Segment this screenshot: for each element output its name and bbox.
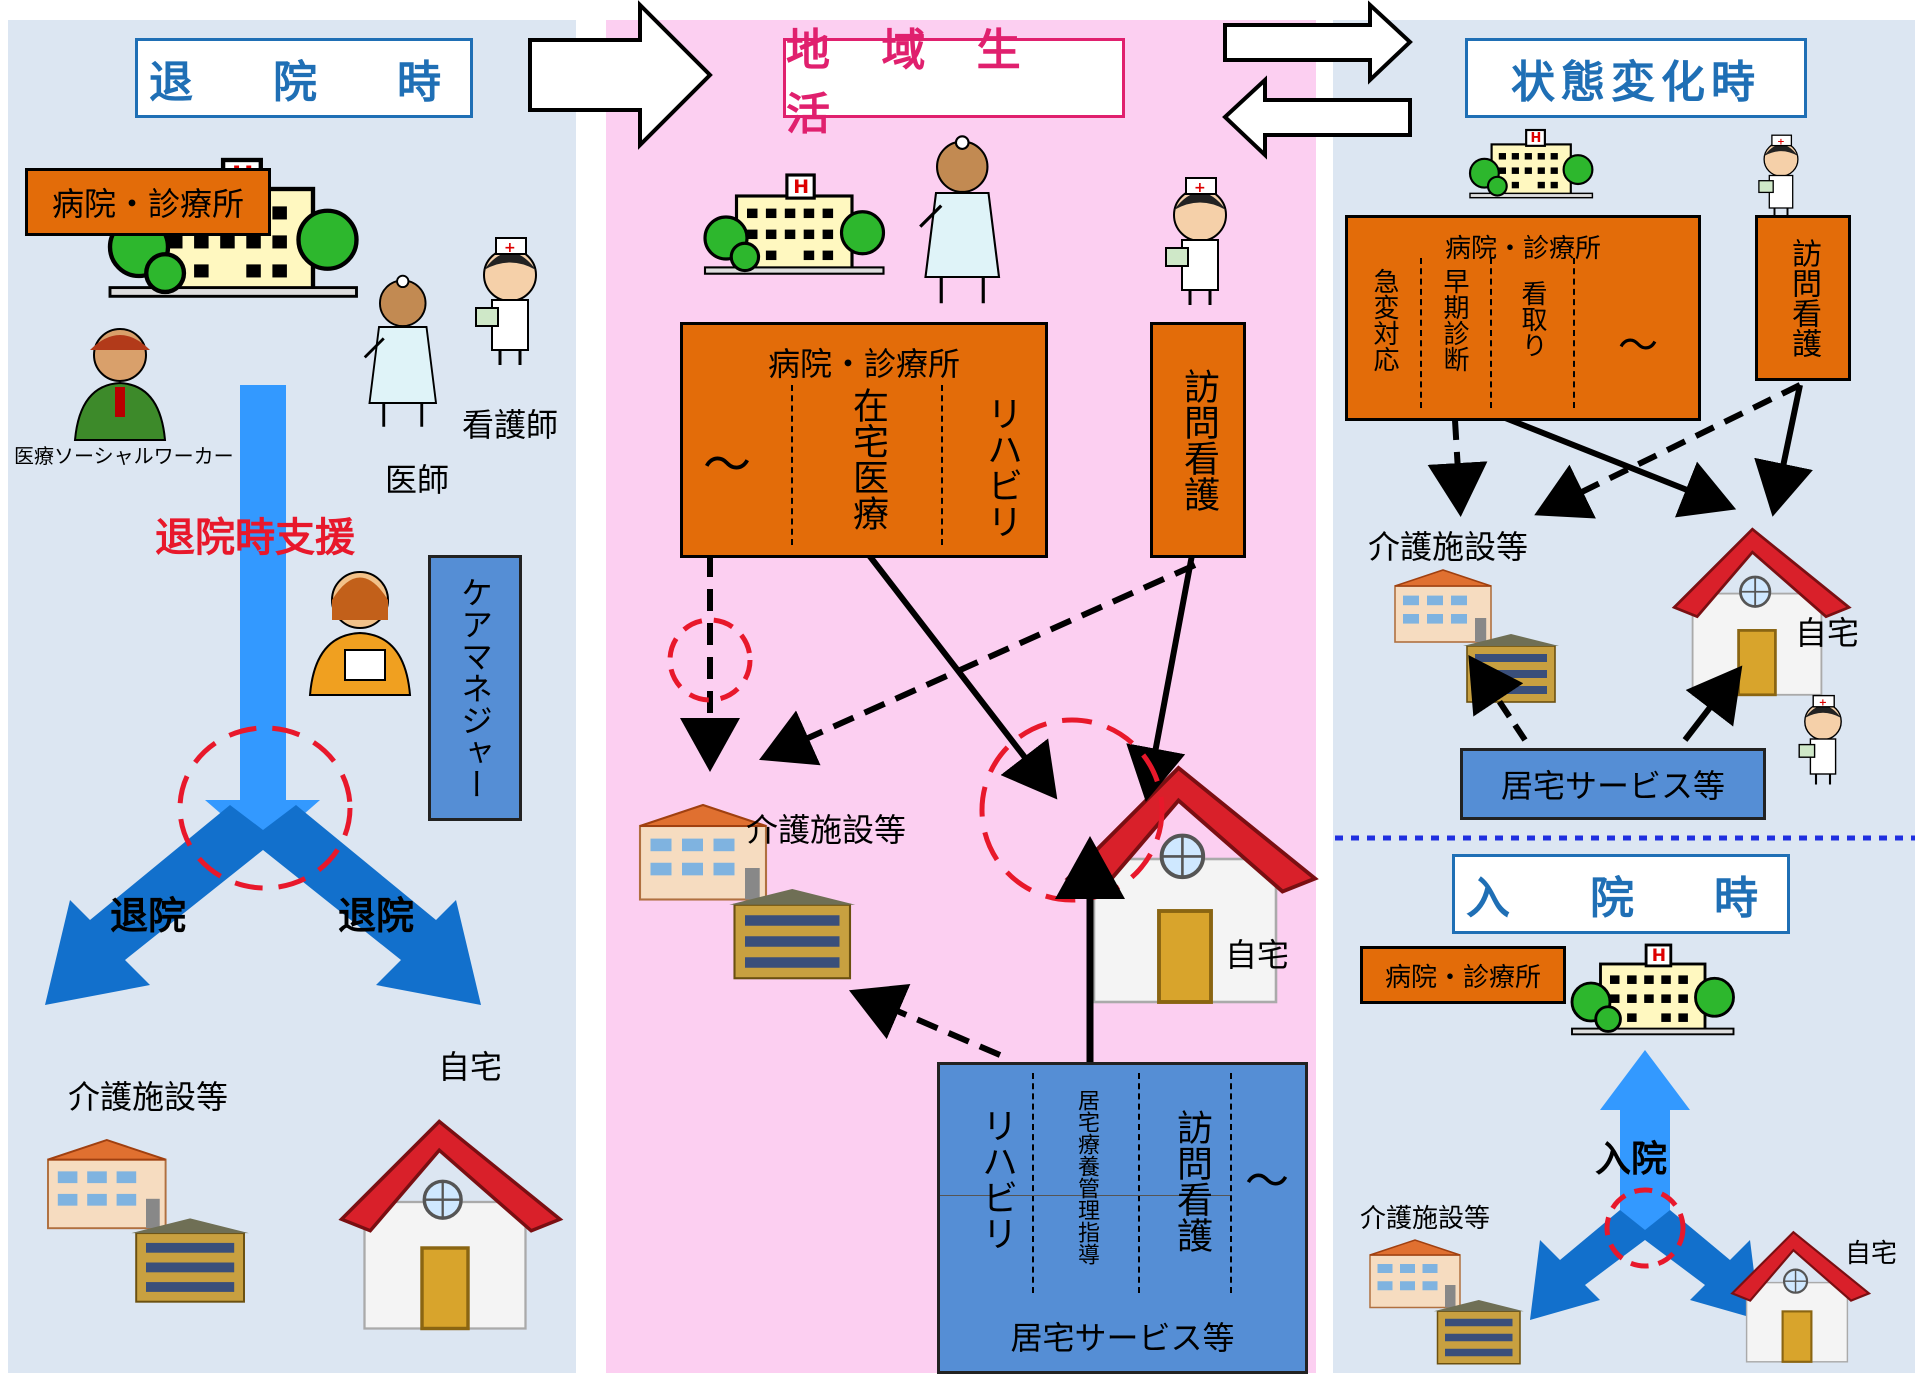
right-facility-label: 介護施設等 bbox=[1368, 528, 1529, 566]
right-visiting-nursing-box: 訪問看護 bbox=[1755, 215, 1851, 381]
discharge-focus-circle bbox=[177, 725, 353, 891]
center-home-label: 自宅 bbox=[1225, 936, 1290, 974]
right-col-tilde: ～ bbox=[1618, 323, 1658, 369]
care-manager-box: ケアマネジャー bbox=[428, 555, 522, 821]
admission-hospital-label: 病院・診療所 bbox=[1360, 946, 1566, 1004]
discharge-title: 退 院 時 bbox=[135, 38, 473, 118]
admission-home-label: 自宅 bbox=[1845, 1239, 1898, 1269]
admit-arrow bbox=[1600, 1050, 1690, 1230]
center-hospital-title: 病院・診療所 bbox=[767, 345, 960, 383]
admission-facility-label: 介護施設等 bbox=[1360, 1204, 1491, 1234]
social-worker-label: 医療ソーシャルワーカー bbox=[14, 444, 234, 468]
admission-title: 入 院 時 bbox=[1452, 854, 1790, 934]
discharge-arrow-right bbox=[263, 805, 481, 1005]
right-home-label: 自宅 bbox=[1795, 614, 1860, 652]
nurse-label: 看護師 bbox=[462, 406, 559, 444]
right-hospital-title: 病院・診療所 bbox=[1444, 234, 1601, 264]
admit-label: 入院 bbox=[1595, 1139, 1668, 1180]
discharge-arrow-left bbox=[45, 805, 263, 1005]
center-col-home-medical: 在宅医療 bbox=[847, 387, 888, 531]
flow-arrow-left bbox=[1222, 75, 1412, 160]
flow-arrow-right-2 bbox=[1223, 0, 1413, 85]
right-col-emergency: 急変対応 bbox=[1369, 268, 1399, 372]
right-hospital-box: 病院・診療所 急変対応 早期診断 看取り ～ bbox=[1345, 215, 1701, 421]
left-hospital-label: 病院・診療所 bbox=[25, 168, 271, 236]
right-service-box: 居宅サービス等 bbox=[1460, 748, 1766, 820]
center-col-rehab: リハビリ bbox=[981, 395, 1022, 539]
center-service-box: リハビリ 居宅療養管理指導 訪問看護 ～ 居宅サービス等 bbox=[937, 1062, 1308, 1374]
svc-tilde: ～ bbox=[1245, 1156, 1289, 1207]
right-col-early: 早期診断 bbox=[1439, 268, 1469, 372]
center-visiting-nursing-box: 訪問看護 bbox=[1150, 322, 1246, 558]
svc-rehab: リハビリ bbox=[976, 1107, 1017, 1251]
left-facility-label: 介護施設等 bbox=[68, 1078, 229, 1116]
flow-arrow-right-1 bbox=[528, 0, 713, 150]
left-home-label: 自宅 bbox=[438, 1048, 503, 1086]
center-col-tilde: ～ bbox=[703, 437, 752, 493]
discharge-right-label: 退院 bbox=[338, 894, 415, 938]
doctor-label: 医師 bbox=[385, 461, 450, 499]
change-title: 状態変化時 bbox=[1465, 38, 1807, 118]
service-title: 居宅サービス等 bbox=[1010, 1319, 1235, 1357]
svc-nursing: 訪問看護 bbox=[1171, 1109, 1212, 1253]
discharge-support-label: 退院時支援 bbox=[155, 515, 355, 561]
right-col-terminal: 看取り bbox=[1517, 280, 1547, 358]
svc-guidance: 居宅療養管理指導 bbox=[1074, 1089, 1099, 1265]
center-hospital-box: 病院・診療所 ～ 在宅医療 リハビリ bbox=[680, 322, 1048, 558]
discharge-left-label: 退院 bbox=[110, 894, 187, 938]
center-facility-label: 介護施設等 bbox=[746, 811, 907, 849]
